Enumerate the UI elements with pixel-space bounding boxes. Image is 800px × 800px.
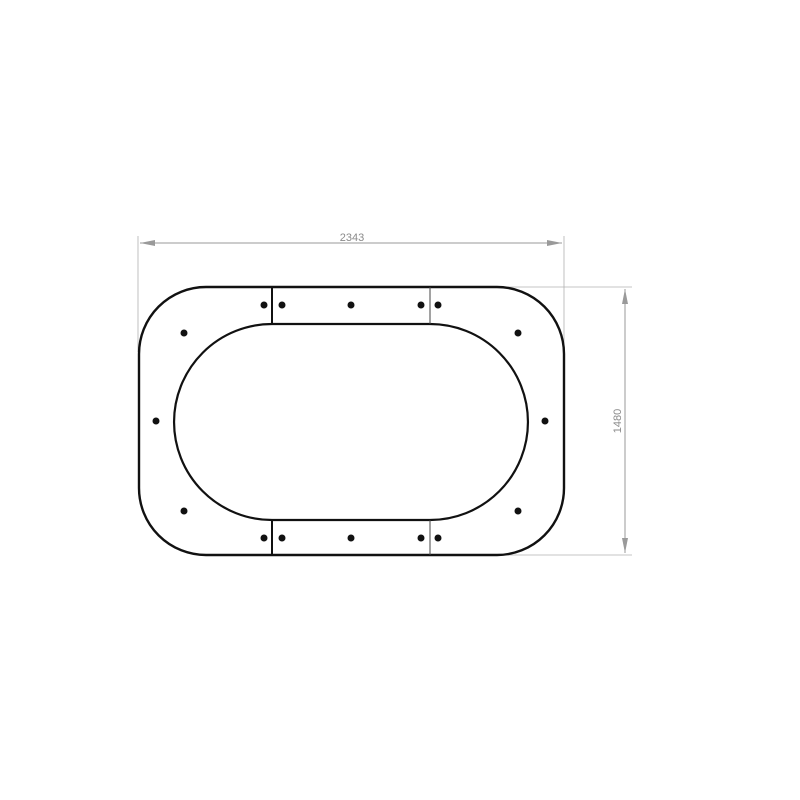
width-dimension-label: 2343	[340, 232, 364, 244]
mounting-hole	[152, 417, 160, 425]
mounting-hole	[514, 329, 522, 337]
mounting-hole	[434, 534, 442, 542]
mounting-holes	[152, 301, 549, 542]
mounting-hole	[347, 301, 355, 309]
mounting-hole	[260, 301, 268, 309]
mounting-hole	[417, 534, 425, 542]
width-dimension: 2343	[137, 232, 565, 352]
mounting-hole	[347, 534, 355, 542]
mounting-hole	[180, 507, 188, 515]
inner-opening-outline	[172, 322, 530, 522]
mounting-hole	[278, 301, 286, 309]
width-arrow-left	[140, 240, 155, 246]
mounting-hole	[417, 301, 425, 309]
outer-frame-outline	[137, 285, 566, 557]
mounting-hole	[514, 507, 522, 515]
mounting-hole	[260, 534, 268, 542]
mounting-hole	[278, 534, 286, 542]
height-arrow-top	[622, 289, 628, 304]
mounting-hole	[180, 329, 188, 337]
mounting-hole	[434, 301, 442, 309]
height-dimension: 1480	[498, 286, 632, 556]
height-arrow-bottom	[622, 538, 628, 553]
height-dimension-label: 1480	[612, 409, 624, 433]
width-arrow-right	[547, 240, 562, 246]
mounting-hole	[541, 417, 549, 425]
